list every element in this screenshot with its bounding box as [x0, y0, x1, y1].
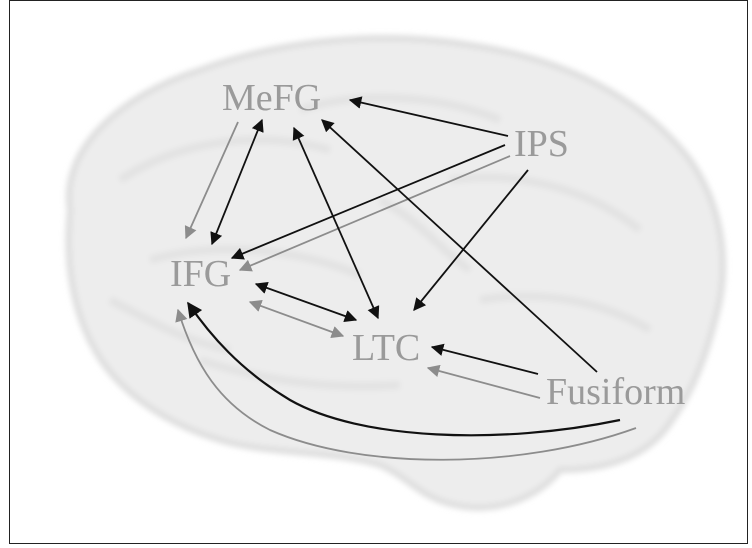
arrow-fusiform-to-ltc-strong — [430, 343, 539, 375]
node-label-mefg: MeFG — [222, 77, 321, 119]
arrow-mefg-ifg-bidirectional — [210, 118, 264, 246]
node-label-fusiform: Fusiform — [546, 371, 685, 413]
arrow-fusiform-to-ltc-weak — [426, 364, 541, 399]
arrow-mefg-ltc-bidirectional — [292, 126, 380, 320]
node-label-ifg: IFG — [170, 253, 231, 295]
arrow-fusiform-to-ifg-arc-strong — [187, 301, 621, 437]
arrow-ifg-ltc-weak — [248, 299, 345, 339]
node-label-ips: IPS — [514, 123, 569, 165]
arrow-ips-to-ltc — [413, 169, 529, 311]
arrow-fusiform-to-ifg-arc-weak — [175, 308, 637, 461]
node-label-ltc: LTC — [352, 327, 420, 369]
node-labels: MeFG IPS IFG LTC Fusiform — [170, 77, 685, 413]
connection-arrows — [175, 96, 637, 461]
arrow-fusiform-to-mefg — [321, 119, 598, 373]
arrow-ips-to-mefg — [348, 96, 509, 137]
brain-silhouette — [65, 35, 726, 511]
